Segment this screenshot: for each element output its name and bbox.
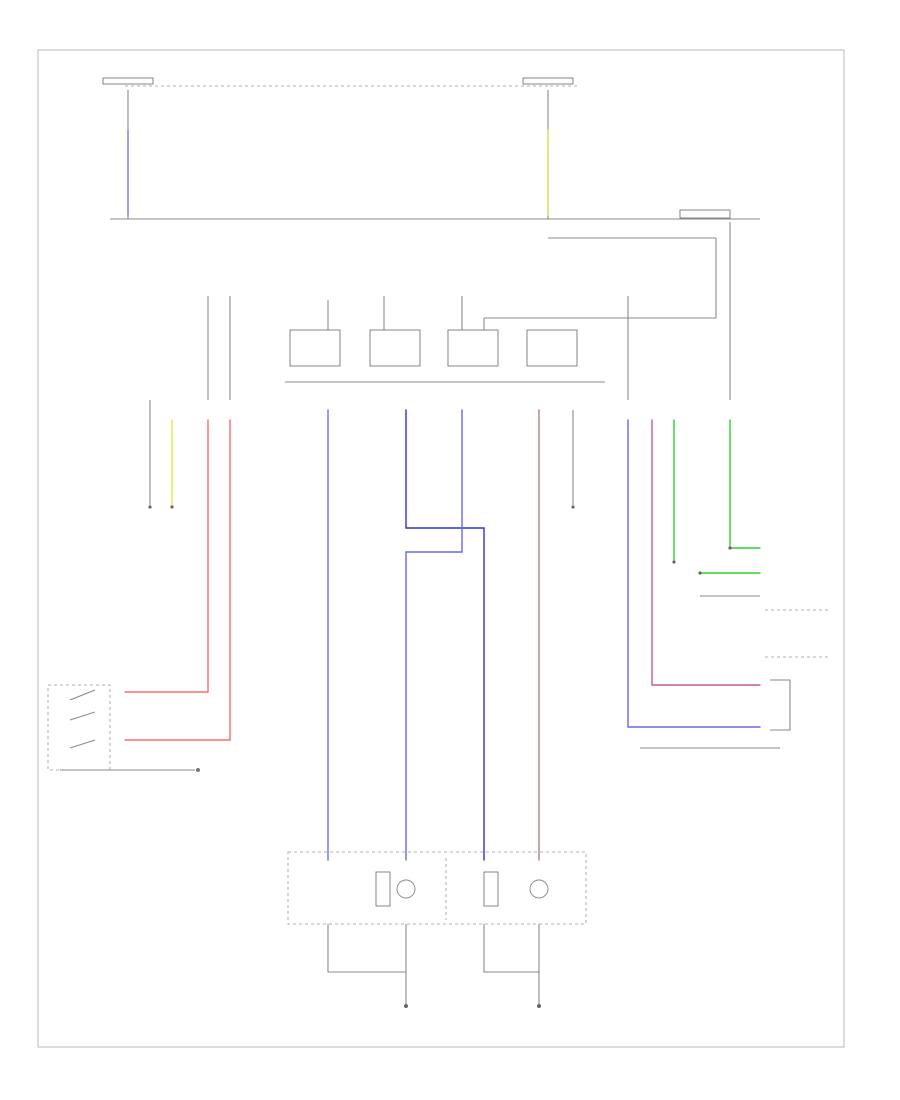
lamp-assembly: [287, 851, 587, 1008]
switch-module-row: [285, 296, 605, 383]
power-bus-top: [102, 77, 760, 220]
right-wires: [627, 419, 830, 749]
diagram-frame: [37, 49, 845, 1048]
middle-wires: [327, 409, 574, 861]
connector-dots: [148, 505, 732, 575]
left-leads: [124, 296, 231, 741]
control-switch-symbol: [47, 684, 200, 772]
relay-feed: [483, 222, 731, 400]
